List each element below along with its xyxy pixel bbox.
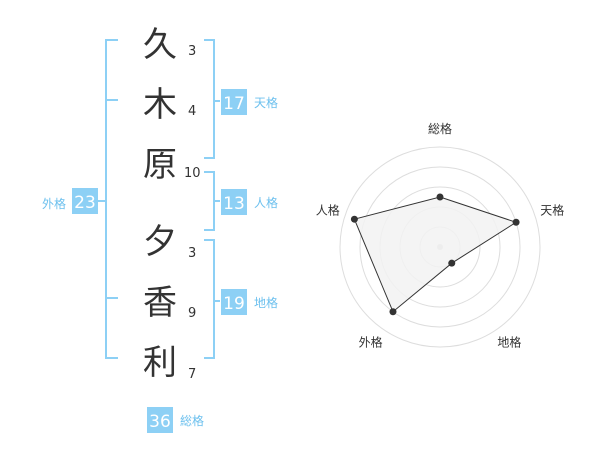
soukaku-badge: 36 総格 — [147, 407, 204, 433]
radar-points — [350, 193, 520, 316]
radar-axis-label-3: 地格 — [497, 334, 521, 349]
radar-axis-label-5: 人格 — [316, 203, 340, 218]
tenkaku-badge: 17 天格 — [221, 89, 278, 115]
gaikaku-badge: 外格 23 — [42, 188, 98, 214]
stroke-count-4: 3 — [188, 246, 196, 261]
tenkaku-bracket — [204, 39, 220, 159]
stroke-count-5: 9 — [188, 306, 196, 321]
soukaku-value: 36 — [149, 412, 171, 432]
tenkaku-value: 17 — [223, 94, 245, 114]
jinkaku-label: 人格 — [254, 195, 278, 210]
radar-axis-label-2: 天格 — [540, 203, 564, 218]
name-char-2: 木 — [143, 85, 177, 125]
chikaku-bracket — [204, 239, 220, 359]
chikaku-value: 19 — [223, 294, 245, 314]
jinkaku-value: 13 — [223, 194, 245, 214]
stroke-count-2: 4 — [188, 104, 196, 119]
radar-axis-label-1: 総格 — [428, 121, 452, 136]
stroke-count-3: 10 — [184, 166, 201, 181]
brackets — [98, 39, 220, 359]
name-characters: 久 3 木 4 原 10 夕 3 香 9 利 7 — [143, 25, 201, 383]
radar-point-5 — [350, 215, 358, 223]
name-char-4: 夕 — [143, 222, 177, 262]
name-char-3: 原 — [143, 145, 177, 185]
radar-series-polygon — [353, 196, 518, 313]
name-char-5: 香 — [143, 283, 177, 323]
name-char-6: 利 — [143, 343, 177, 383]
radar-grid-ring — [339, 146, 541, 348]
radar-point-4 — [389, 308, 397, 316]
name-char-1: 久 — [143, 25, 177, 65]
jinkaku-badge: 13 人格 — [221, 189, 278, 215]
chikaku-badge: 19 地格 — [221, 289, 278, 315]
jinkaku-bracket — [204, 171, 220, 231]
name-stroke-diagram: 久 3 木 4 原 10 夕 3 香 9 利 7 17 天格 13 人格 — [42, 25, 278, 433]
gaikaku-value: 23 — [74, 193, 96, 213]
radar-point-3 — [448, 259, 456, 267]
tenkaku-label: 天格 — [254, 95, 278, 110]
soukaku-label: 総格 — [180, 413, 204, 428]
radar-point-1 — [436, 193, 444, 201]
radar-axis-label-4: 外格 — [359, 334, 383, 349]
gaikaku-bracket — [98, 39, 118, 359]
chikaku-label: 地格 — [254, 295, 278, 310]
radar-point-2 — [512, 218, 520, 226]
gaikaku-label: 外格 — [42, 196, 66, 211]
stroke-count-1: 3 — [188, 44, 196, 59]
radar-grid-ring — [359, 166, 521, 328]
stroke-count-6: 7 — [188, 367, 196, 382]
radar-area — [353, 196, 518, 313]
